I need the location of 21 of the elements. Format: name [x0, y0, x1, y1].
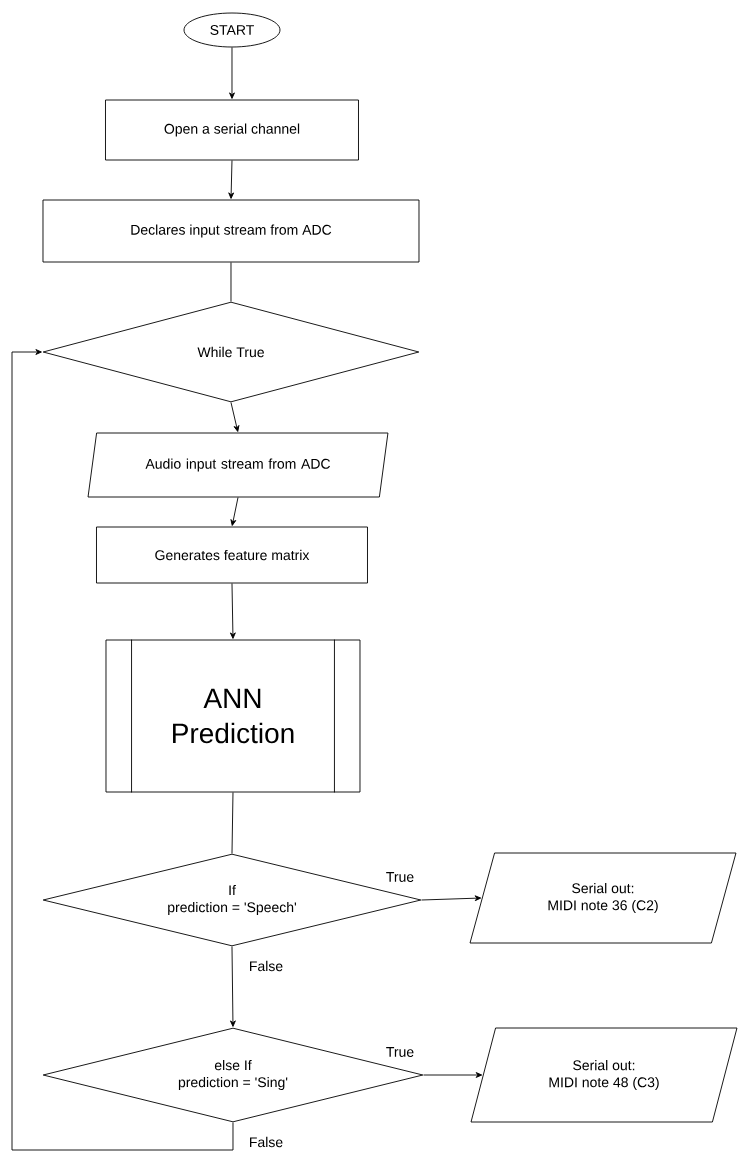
process-box: Declares input stream from ADC — [42, 199, 420, 263]
edge-label: True — [384, 1046, 416, 1058]
process-box: Open a serial channel — [105, 99, 359, 161]
arrow — [230, 583, 236, 639]
arrow — [11, 349, 234, 1151]
edge-label: True — [384, 871, 416, 883]
edge-label: False — [247, 959, 285, 973]
edge-label: False — [247, 1135, 285, 1149]
input-output-parallelogram: Serial out: MIDI note 36 (C2) — [469, 852, 737, 944]
start-terminal: START — [183, 12, 281, 48]
arrow — [228, 160, 235, 199]
input-output-parallelogram: Serial out: MIDI note 48 (C3) — [470, 1027, 738, 1123]
arrow — [230, 497, 239, 526]
process-box: Generates feature matrix — [96, 526, 368, 584]
arrow — [230, 402, 240, 432]
arrow — [421, 895, 482, 902]
input-output-parallelogram: Audio input stream from ADC — [87, 432, 389, 498]
arrow — [230, 946, 236, 1027]
arrow — [229, 47, 235, 99]
arrow — [423, 1072, 483, 1078]
subroutine-box: ANN Prediction — [105, 639, 361, 793]
